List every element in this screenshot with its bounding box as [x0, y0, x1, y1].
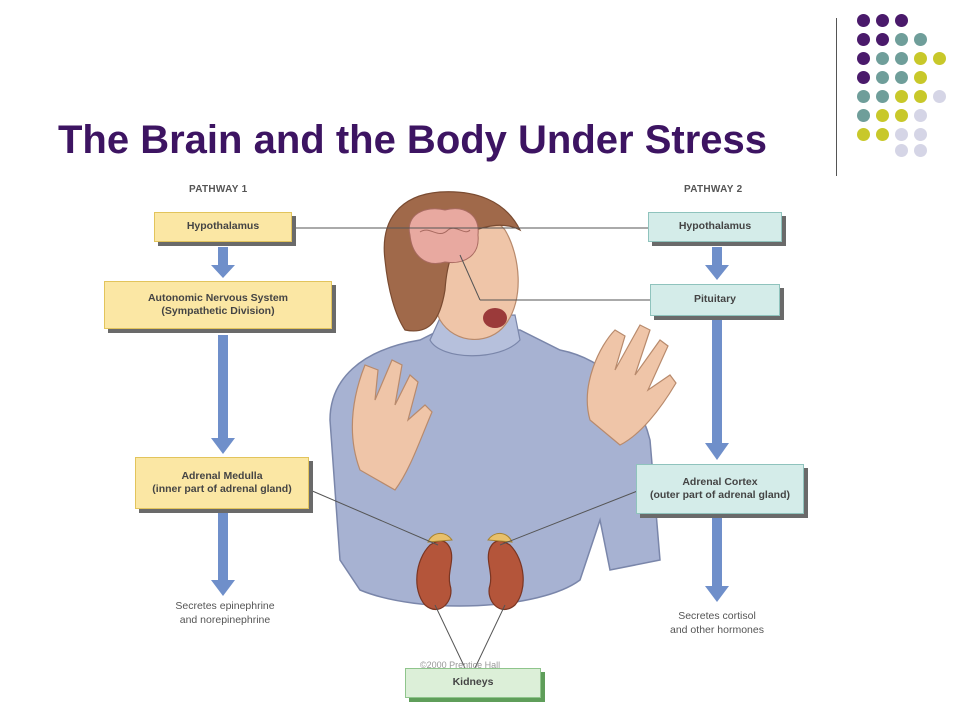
- adrenal-cortex-box: Adrenal Cortex (outer part of adrenal gl…: [636, 464, 804, 514]
- pathway1-heading: PATHWAY 1: [189, 184, 248, 195]
- right-hand: [586, 324, 677, 446]
- pathway2-arrows: [705, 247, 729, 602]
- p2-secretes-note: Secretes cortisol and other hormones: [670, 610, 764, 636]
- brain-image: [408, 208, 479, 264]
- decorative-divider: [836, 18, 837, 176]
- pathway1-arrows: [211, 247, 235, 596]
- left-hand: [351, 359, 433, 491]
- right-kidney: [487, 540, 524, 611]
- left-kidney: [416, 540, 453, 611]
- copyright-text: ©2000 Prentice Hall: [420, 660, 501, 670]
- pathway2-heading: PATHWAY 2: [684, 184, 743, 195]
- p2-hypothalamus-box: Hypothalamus: [648, 212, 782, 242]
- adrenal-medulla-box: Adrenal Medulla (inner part of adrenal g…: [135, 457, 309, 509]
- kidneys-box: Kidneys: [405, 668, 541, 698]
- p1-hypothalamus-box: Hypothalamus: [154, 212, 292, 242]
- connector-lines: [295, 227, 650, 669]
- right-adrenal: [487, 533, 513, 543]
- slide-title: The Brain and the Body Under Stress: [58, 118, 768, 162]
- mouth: [483, 308, 507, 328]
- left-adrenal: [427, 533, 453, 543]
- ans-box: Autonomic Nervous System (Sympathetic Di…: [104, 281, 332, 329]
- decorative-dot-grid: [842, 14, 952, 157]
- pituitary-box: Pituitary: [650, 284, 780, 316]
- p1-secretes-note: Secretes epinephrine and norepinephrine: [175, 600, 275, 626]
